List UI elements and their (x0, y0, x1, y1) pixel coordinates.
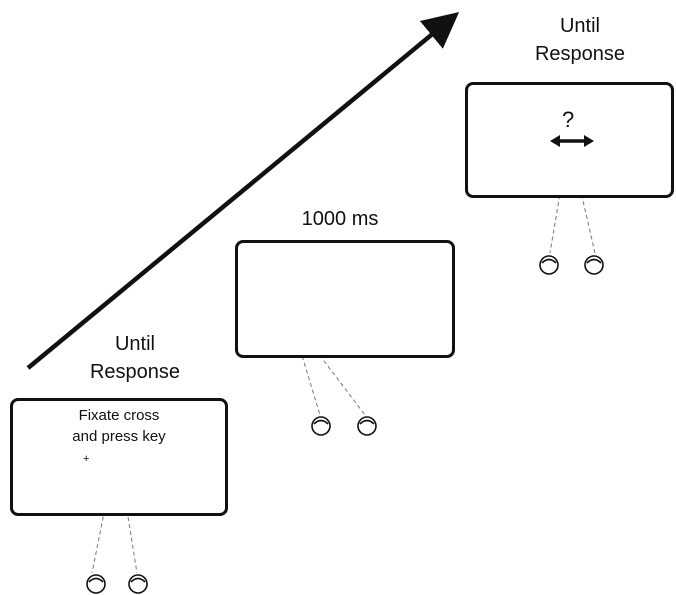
screen-stimulus (235, 240, 455, 358)
screen-fixation: Fixate cross and press key + (10, 398, 228, 516)
eyes-response (539, 255, 604, 275)
duration-label-response: Until Response (534, 15, 626, 65)
question-mark: ? (562, 107, 575, 132)
duration-label-stimulus: 1000 ms (301, 208, 379, 230)
screen-response: ? (465, 82, 674, 198)
fixation-cross: + (83, 453, 90, 465)
timeline-arrow (26, 11, 460, 370)
duration-label-fixation: Until Response (89, 333, 181, 383)
double-headed-arrow-icon (550, 135, 594, 147)
fixation-instructions: Fixate cross and press key (72, 407, 166, 445)
eyes-stimulus (311, 416, 377, 436)
eyes-fixation (86, 574, 148, 594)
